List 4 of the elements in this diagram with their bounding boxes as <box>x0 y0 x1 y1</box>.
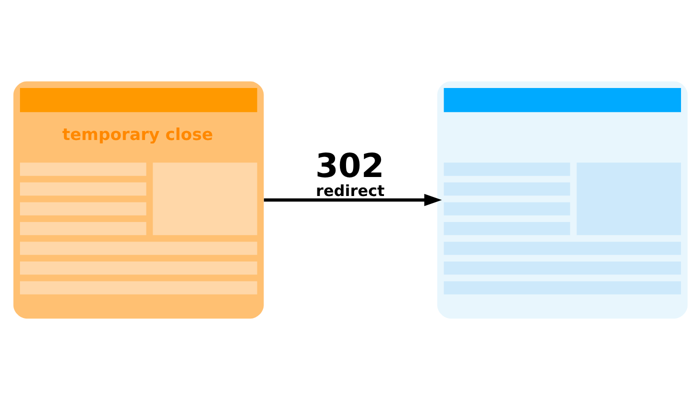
node-box: temporary close <box>12 81 264 319</box>
edge-label: 302 redirect <box>314 146 384 200</box>
arrow <box>263 194 442 206</box>
node-box <box>436 81 688 319</box>
